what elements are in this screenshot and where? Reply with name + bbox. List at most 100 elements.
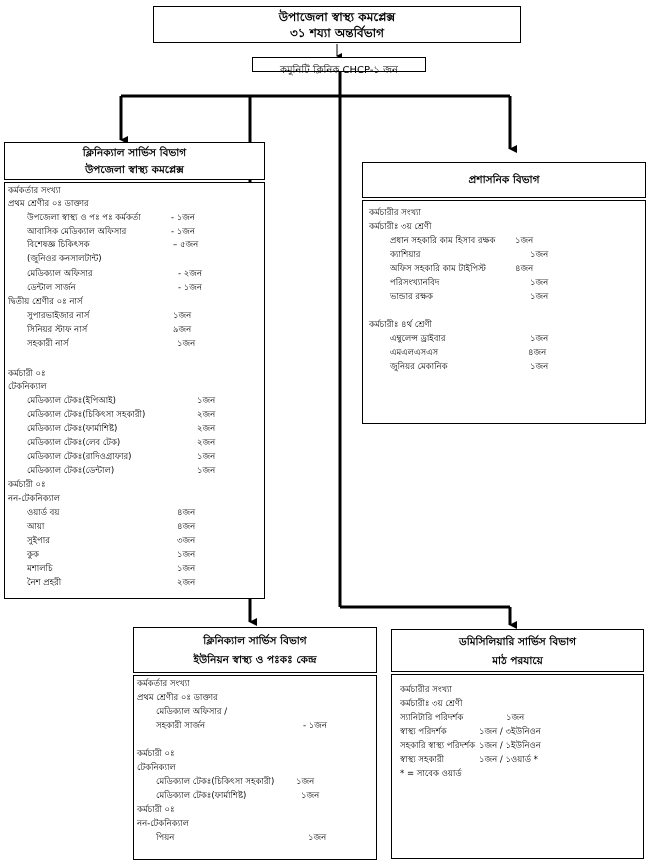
list-item-label: মেডিক্যাল টেকঃ(রাদিওগ্রাফার) xyxy=(27,452,132,462)
list-item-label: নন-টেকনিক্যাল xyxy=(8,494,60,504)
domiciliary-title2: মাঠ পরযায়ে xyxy=(492,655,543,667)
list-item-label: ভান্ডার রক্ষক xyxy=(390,292,433,302)
list-item-count: ১জন xyxy=(197,452,216,462)
list-item-count: - ১জন xyxy=(171,213,195,223)
clinical-union-header: ক্লিনিক্যাল সার্ভিস বিভাগ ইউনিয়ন স্বাস্… xyxy=(133,627,377,673)
domiciliary-body: কর্মচারীর সংখ্যা কর্মচারীঃ ৩য় শ্রেণী স্যা… xyxy=(391,674,644,859)
list-item-label: টেকনিক্যাল xyxy=(8,382,47,392)
list-item-label: পিয়ন xyxy=(156,833,175,843)
top-box: উপাজেলা স্বাস্থ্য কমপ্লেক্স ৩১ শয্যা অন্… xyxy=(153,6,521,43)
list-item-label: আয়া xyxy=(27,522,45,532)
admin-title: প্রশাসনিক বিভাগ xyxy=(468,174,540,186)
list-item-label: মেডিক্যাল টেকঃ(লেব টেক) xyxy=(27,438,121,448)
list-item-count: ১জন xyxy=(530,334,549,344)
list-item-count: - ১জন xyxy=(178,283,202,293)
list-item-label: মেডিক্যাল টেকঃ(চিকিৎসা সহকারী) xyxy=(27,410,146,420)
list-item-count: ১জন xyxy=(308,833,327,843)
list-item-label: কর্মচারীর সংখ্যা xyxy=(400,685,452,695)
list-item-label: স্বাস্থ্য সহকারী xyxy=(400,755,445,765)
list-item-count: ১জন xyxy=(197,396,216,406)
list-item-count: ১জন xyxy=(530,362,549,372)
list-item-count: ২জন xyxy=(197,410,216,420)
list-item-label: স্বাস্থ্য পরিদর্শক xyxy=(400,727,447,737)
list-item-label: মেডিক্যাল টেকঃ(ফার্মাশিষ্ট) xyxy=(27,424,118,434)
list-item-label: কর্মচারী ০ঃ xyxy=(8,480,46,490)
admin-header: প্রশাসনিক বিভাগ xyxy=(362,162,646,198)
chcp-label: কমুনিটি ক্লিনিক CHCP-১ জন xyxy=(279,65,399,76)
list-item-count: - ১জন xyxy=(171,227,195,237)
list-item-label: এম্বুলেন্স ড্রাইবার xyxy=(390,334,446,344)
list-item-label: কর্মচারী ০ঃ xyxy=(8,369,46,379)
list-item-label: সিনিয়র স্টাফ নার্স xyxy=(27,325,88,335)
list-item-count: - ১জন xyxy=(303,721,327,731)
list-item-label: কুক xyxy=(27,550,39,560)
list-item-label: স্যানিটারি পরিদর্শক xyxy=(400,713,464,723)
list-item-count: ১জন xyxy=(177,550,196,560)
list-item-count: ২জন xyxy=(177,578,196,588)
list-item-label: সহকারী নার্স xyxy=(27,339,69,349)
list-item-label: প্রথম শ্রেণীর ০ঃ ডাক্তার xyxy=(137,693,218,703)
domiciliary-header: ডমিসিলিয়ারি সার্ভিস বিভাগ মাঠ পরযায়ে xyxy=(391,629,644,672)
clinical-union-title2: ইউনিয়ন স্বাস্থ্য ও পঃকঃ কেন্দ্র xyxy=(193,654,317,666)
clinical-upazila-body: কর্মকর্তার সংখ্যা প্রথম শ্রেণীর ০ঃ ডাক্তা… xyxy=(4,182,265,599)
admin-body: কর্মচারীর সংখ্যা কর্মচারীঃ ৩য় শ্রেণী প্রধ… xyxy=(362,200,646,424)
list-item-count: – ৫জন xyxy=(173,240,199,250)
clinical-union-body: কর্মকর্তার সংখ্যা প্রথম শ্রেণীর ০ঃ ডাক্তা… xyxy=(133,675,377,860)
list-item-label: পরিসংখ্যানবিদ xyxy=(390,278,440,288)
list-item-label: মেডিক্যাল অফিসার xyxy=(27,269,93,279)
list-item-label: কর্মচারীঃ ৩য় শ্রেণী xyxy=(369,222,432,232)
list-item-count: ২জন xyxy=(197,438,216,448)
list-item-label: জুনিয়র মেকানিক xyxy=(390,362,448,372)
top-subtitle: ৩১ শয্যা অন্তর্বিভাগ xyxy=(290,26,384,40)
list-item-count: ১জন xyxy=(197,466,216,476)
list-item-label: প্রথম শ্রেণীর ০ঃ ডাক্তার xyxy=(8,199,89,209)
list-item-count: ১জন xyxy=(530,278,549,288)
list-item-label: মেডিক্যাল টেকঃ(ফার্মাশিষ্ট) xyxy=(156,791,247,801)
list-item-label: ডেন্টাল সার্জন xyxy=(27,283,76,293)
clinical-union-title1: ক্লিনিক্যাল সার্ভিস বিভাগ xyxy=(203,635,307,647)
list-item-label: বিশেষজ্ঞ চিকিৎসক xyxy=(27,240,90,250)
list-item-label: সহকারী সার্জন xyxy=(156,721,206,731)
clinical-upazila-title1: ক্লিনিক্যাল সার্ভিস বিভাগ xyxy=(82,147,187,159)
list-item-label: এমএলএসএস xyxy=(390,348,439,358)
list-item-label: নন-টেকনিক্যাল xyxy=(137,819,189,829)
list-item-count: ১জন xyxy=(173,311,192,321)
list-item-count: ১জন xyxy=(301,791,320,801)
list-item-label: নৈশ প্রহরী xyxy=(27,578,62,588)
list-item-count: - ২জন xyxy=(178,269,202,279)
list-item-count: ১জন / ১ইউনিওন xyxy=(479,741,541,751)
list-item-count: ৪জন xyxy=(177,508,196,518)
list-item-count: ৯জন xyxy=(173,325,192,335)
list-item-label: কর্মকর্তার সংখ্যা xyxy=(8,186,61,196)
list-item-label: প্রধান সহকারি কাম হিসাব রক্ষক xyxy=(390,236,496,246)
list-item-label: সুইপার xyxy=(27,536,50,546)
list-item-label: মেডিক্যাল অফিসার / xyxy=(156,707,228,717)
list-item-label: ওয়ার্ড বয় xyxy=(27,508,60,518)
list-item-count: ১জন xyxy=(177,564,196,574)
list-item-label: মেডিক্যাল টেকঃ(ইপিআই) xyxy=(27,396,116,406)
list-item-label: আবাসিক মেডিক্যাল অফিসার xyxy=(27,227,127,237)
clinical-upazila-header: ক্লিনিক্যাল সার্ভিস বিভাগ উপজেলা স্বাস্থ… xyxy=(4,142,265,180)
list-item-count: ১জন xyxy=(515,236,534,246)
list-item-count: ১জন xyxy=(530,292,549,302)
list-item-count: ৪জন xyxy=(177,522,196,532)
list-item-label: (জুনিওর কনসালটান্ট) xyxy=(27,254,102,264)
list-item-count: ৪জন xyxy=(515,264,534,274)
list-item-label: ক্যাশিয়ার xyxy=(390,250,421,260)
list-item-label: কর্মচারীর সংখ্যা xyxy=(369,208,421,218)
list-item-count: ১জন / ৩ইউনিওন xyxy=(479,727,541,737)
domiciliary-title1: ডমিসিলিয়ারি সার্ভিস বিভাগ xyxy=(459,636,576,648)
list-item-label: মশালচি xyxy=(27,564,53,574)
list-item-count: ৪জন xyxy=(528,348,547,358)
list-item-count: ১জন xyxy=(530,250,549,260)
list-item-label: উপজেলা স্বাস্থ্য ও পঃ পঃ কর্মকর্তা xyxy=(27,213,141,223)
list-item-count: ১জন / ১ওয়ার্ড * xyxy=(479,755,538,765)
top-title: উপাজেলা স্বাস্থ্য কমপ্লেক্স xyxy=(278,10,396,24)
list-item-count: ১জন xyxy=(296,777,315,787)
list-item-count: ৩জন xyxy=(177,536,196,546)
list-item-count: ১জন xyxy=(177,339,196,349)
list-item-label: কর্মকর্তার সংখ্যা xyxy=(137,679,190,689)
list-item-count: ২জন xyxy=(197,424,216,434)
list-item-label: কর্মচারীঃ ৩য় শ্রেণী xyxy=(400,699,463,709)
list-item-label: কর্মচারী ০ঃ xyxy=(137,749,175,759)
